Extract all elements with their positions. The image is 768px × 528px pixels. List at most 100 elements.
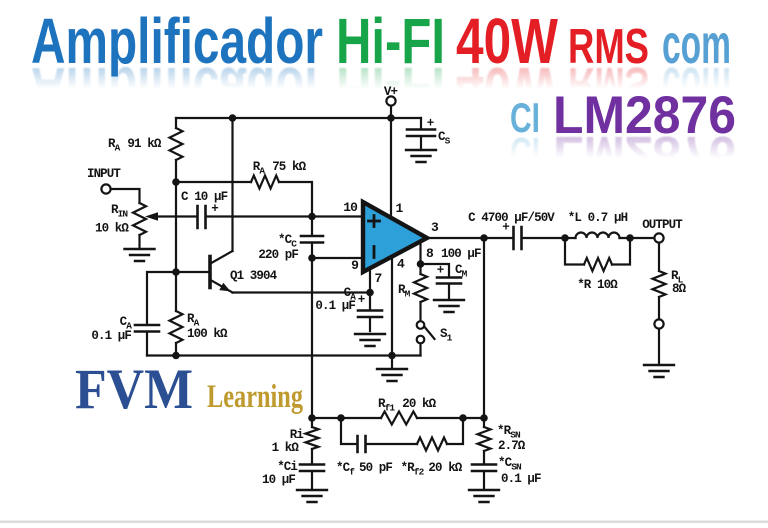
resistor-rl xyxy=(649,269,669,299)
label-cc-value: 220 pF xyxy=(258,248,298,262)
label-s1: S1 xyxy=(440,327,453,344)
terminal-load xyxy=(653,318,665,330)
wire xyxy=(310,256,365,420)
label-ca-right: CA xyxy=(344,286,357,303)
schematic-resistors xyxy=(130,126,669,454)
pin-4: 4 xyxy=(397,257,405,272)
label-ca-left-value: 0.1 µF xyxy=(91,329,131,343)
label-output: OUTPUT xyxy=(642,218,683,232)
terminal-input xyxy=(100,183,112,195)
inductor-l xyxy=(574,231,621,240)
label-r10: *R 10Ω xyxy=(577,278,618,292)
wire xyxy=(174,180,314,218)
capacitor-ca-right xyxy=(356,309,384,319)
label-ca-left: CA xyxy=(120,315,133,332)
label-rm: RM xyxy=(398,283,411,300)
ground-ca-right xyxy=(353,332,387,348)
label-rl: RL xyxy=(671,269,684,286)
label-ci-value: 10 µF xyxy=(262,473,295,487)
label-cm-plus: + xyxy=(437,264,444,278)
ground-rin xyxy=(123,247,156,263)
watermark-logo: FVM Learning xyxy=(75,358,303,421)
label-ca-right-value: 0.1 µF xyxy=(315,299,355,313)
switch-s1 xyxy=(415,320,437,345)
label-ra-100k-value: 100 kΩ xyxy=(187,327,228,341)
label-rin-value: 10 kΩ xyxy=(95,222,129,236)
potentiometer-wiper-arrow xyxy=(145,212,158,221)
pin-8: 8 xyxy=(426,246,434,261)
title-line-2-reflection xyxy=(510,125,736,184)
schematic-terminals xyxy=(100,95,665,330)
wire xyxy=(563,236,632,266)
capacitor-cs xyxy=(405,128,437,138)
opamp-lm2876 xyxy=(360,198,432,276)
label-cm-value: 100 µF xyxy=(441,247,481,261)
resistor-ra-91k xyxy=(167,126,185,162)
resistor-ri xyxy=(302,425,322,451)
logo-learning: Learning xyxy=(207,379,303,415)
resistor-r10 xyxy=(582,255,614,274)
title-block: Amplificador Hi-FI 40W RMS com CI LM2876 xyxy=(31,5,736,184)
resistor-rm xyxy=(411,272,430,304)
resistor-rf1 xyxy=(379,409,419,427)
resistor-ra-75k xyxy=(249,172,281,192)
capacitor-c10 xyxy=(196,204,207,230)
wire xyxy=(145,270,178,357)
label-cs: CS xyxy=(438,130,451,147)
ground-cm xyxy=(432,298,466,314)
label-rin: RIN xyxy=(111,203,128,220)
label-vplus: V+ xyxy=(384,85,398,99)
resistor-rsn xyxy=(474,425,494,453)
label-rsn-value: 2.7Ω xyxy=(498,439,526,453)
pin-10: 10 xyxy=(343,200,358,215)
label-cs-plus: + xyxy=(427,117,434,131)
pin-7: 7 xyxy=(375,271,382,286)
label-ci: *Ci xyxy=(277,460,297,474)
label-ra-100k: RA xyxy=(187,312,200,329)
wire xyxy=(339,416,465,446)
capacitor-cm xyxy=(435,276,463,285)
schematic-capacitors xyxy=(133,128,523,473)
label-c4700-plus: + xyxy=(502,221,509,235)
pin-9: 9 xyxy=(351,258,359,273)
ground-ci xyxy=(295,488,329,504)
pin-1: 1 xyxy=(396,201,404,216)
label-csn: *CSN xyxy=(498,456,522,473)
capacitor-ci xyxy=(298,463,326,473)
capacitor-cc xyxy=(299,234,325,244)
transistor-q1 xyxy=(208,249,234,294)
label-cm: CM xyxy=(455,263,468,280)
terminal-vplus xyxy=(385,95,397,107)
potentiometer-rin xyxy=(130,201,149,237)
capacitor-ca-left xyxy=(133,323,161,333)
label-csn-value: 0.1 µF xyxy=(501,472,541,486)
terminal-output xyxy=(653,232,665,244)
ground-rl xyxy=(642,363,676,379)
ground-cs xyxy=(404,148,438,164)
label-ca-right-plus: + xyxy=(358,293,365,307)
pin-3: 3 xyxy=(431,220,439,235)
label-c4700: C 4700 µF/50V xyxy=(468,211,555,225)
ground-rail xyxy=(375,367,409,383)
capacitor-csn xyxy=(470,463,498,473)
label-rl-value: 8Ω xyxy=(672,282,687,296)
label-q1: Q1 3904 xyxy=(230,269,278,283)
label-rsn: *RSN xyxy=(497,424,521,441)
resistor-ra-100k xyxy=(167,309,185,345)
label-c10: C 10 µF xyxy=(181,190,228,204)
wire xyxy=(419,262,451,301)
label-l: *L 0.7 µH xyxy=(568,211,628,225)
label-cc: *CC xyxy=(278,233,297,250)
ground-csn xyxy=(467,488,501,504)
bottom-divider xyxy=(0,520,768,523)
label-ri: Ri xyxy=(290,428,304,442)
